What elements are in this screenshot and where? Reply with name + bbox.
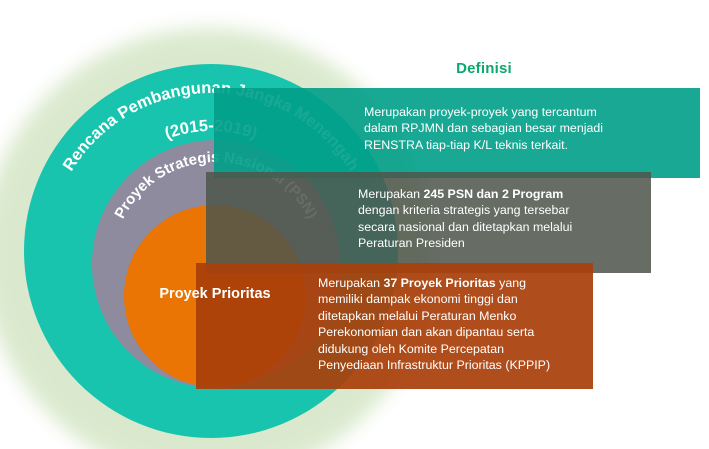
definisi-heading: Definisi [456, 60, 512, 77]
circle-proyek-prioritas-label: Proyek Prioritas [159, 286, 271, 302]
